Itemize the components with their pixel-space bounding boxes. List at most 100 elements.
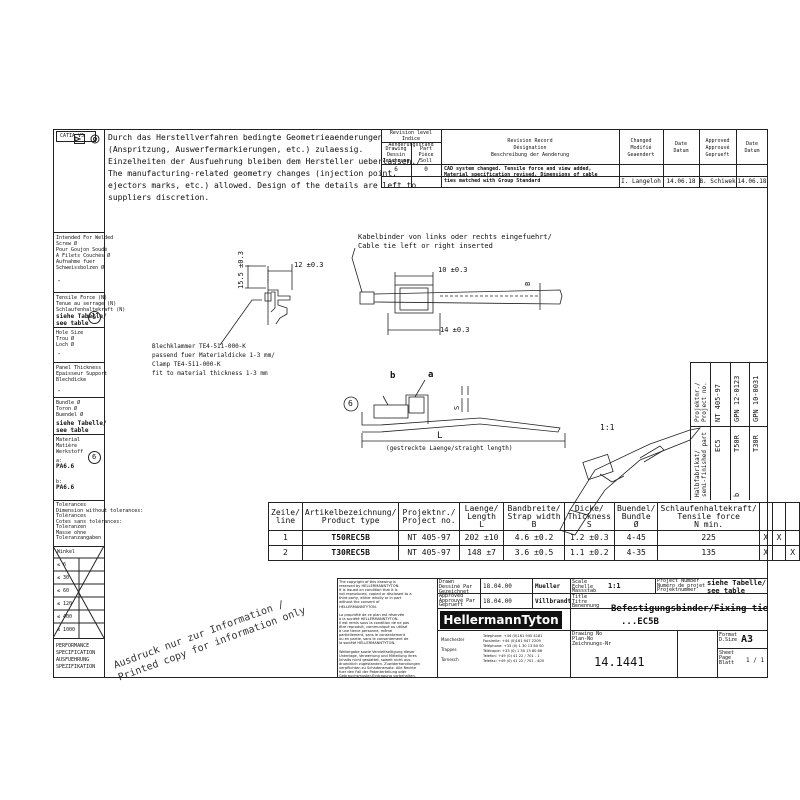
rev-part-value: 0 bbox=[424, 166, 428, 173]
rot-r1-gpn: GPN 12-0123 bbox=[733, 375, 741, 422]
rev-approved-value: B. Schiwek bbox=[699, 178, 736, 185]
note-de-3: Einzelheiten der Ausfuehrung bleiben dem… bbox=[108, 157, 422, 166]
dim-s: S bbox=[453, 405, 461, 410]
col-product-header: Artikelbezeichnung/Product type bbox=[301, 502, 400, 531]
stretched-length: (gestreckte Laenge/straight length) bbox=[386, 445, 513, 452]
weld-value: - bbox=[57, 277, 62, 285]
note-en-2: ejectors marks, etc.) allowed. Design of… bbox=[108, 181, 417, 190]
dim-10: 10 ±0.3 bbox=[438, 266, 468, 274]
tolerance-header: Winkel bbox=[57, 549, 76, 555]
rot-b: b bbox=[733, 492, 741, 497]
dim-12: 12 ±0.3 bbox=[294, 261, 324, 269]
semi-finished-table: Projektnr./Project no. NT 405-97 GPN 12-… bbox=[690, 362, 768, 500]
project-value: siehe Tabelle/see table bbox=[707, 579, 767, 595]
format-value: A3 bbox=[741, 634, 754, 645]
tol-row-2: ≤ 30 bbox=[57, 575, 70, 581]
company-logo: HellermannTyton bbox=[440, 611, 562, 629]
label-b: b bbox=[390, 371, 396, 381]
label-a: a bbox=[428, 370, 434, 380]
tensile-value: siehe Tabelle/see table bbox=[56, 313, 107, 327]
label-L: L bbox=[437, 431, 443, 441]
panel-value: - bbox=[57, 387, 62, 395]
drawn-date: 18.04.00 bbox=[483, 583, 512, 590]
rot-h1-v1: NT 405-97 bbox=[714, 384, 722, 422]
tolerance-table-crossed: Winkel ≤ 6 ≤ 30 ≤ 60 ≤ 120 ≤ 400 ≤ 1000 bbox=[53, 546, 104, 638]
rot-h1: Projektnr./Project no. bbox=[694, 382, 708, 422]
catia-label: CATIA V5 bbox=[60, 133, 85, 139]
tol-row-4: ≤ 120 bbox=[57, 601, 73, 607]
dim-15-5: 15.5 ±0.3 bbox=[237, 251, 245, 289]
detail-scale: 1:1 bbox=[600, 423, 615, 432]
approved-name: Villbrandt bbox=[535, 598, 572, 605]
rot-r2: T50R bbox=[733, 435, 741, 452]
rev-record-value: CAD system changed. Tensile force and vi… bbox=[444, 166, 598, 184]
rot-r1: EC5 bbox=[714, 439, 722, 452]
revision-mark-material: 6 bbox=[88, 451, 101, 464]
tol-row-6: ≤ 1000 bbox=[57, 627, 76, 633]
bundle-value: siehe Tabelle/see table bbox=[56, 420, 107, 434]
note-de-1: Durch das Herstellverfahren bedingte Geo… bbox=[108, 133, 383, 142]
drawing-subtitle: ...EC5B bbox=[621, 617, 659, 627]
rot-r2-gpn: GPN 10-0031 bbox=[752, 375, 760, 422]
drawing-number: 14.1441 bbox=[594, 655, 645, 669]
tol-row-5: ≤ 400 bbox=[57, 614, 73, 620]
catia-box: CATIA V5 bbox=[56, 131, 96, 142]
sheet-value: 1 / 1 bbox=[746, 657, 765, 664]
material-b-value: PA6.6 bbox=[56, 484, 75, 491]
product-table: Zeile/line Artikelbezeichnung/Product ty… bbox=[268, 502, 800, 561]
note-de-2: (Anspritzung, Auswerfermarkierungen, etc… bbox=[108, 145, 364, 154]
rev-date-value: 14.06.18 bbox=[666, 178, 696, 185]
drawn-name: Mueller bbox=[535, 583, 561, 590]
dim-b: B bbox=[524, 281, 532, 286]
revision-mark-tensile: 6 bbox=[88, 311, 101, 324]
rot-h2: Halbfabrikat/semi-finished part bbox=[694, 431, 708, 497]
rev-changed-value: I. Langeloh bbox=[621, 178, 661, 185]
approved-date: 18.04.00 bbox=[483, 598, 512, 605]
scale-value: 1:1 bbox=[608, 582, 621, 590]
material-a-label: a: bbox=[56, 458, 63, 464]
projection-symbol-icon bbox=[74, 131, 104, 150]
cable-tie-side-view bbox=[361, 379, 566, 448]
dim-14: 14 ±0.3 bbox=[440, 326, 470, 334]
hole-value: - bbox=[57, 350, 62, 358]
cable-insert-note: Kabelbinder von links oder rechts eingef… bbox=[358, 233, 552, 250]
rot-r3: T30R bbox=[752, 435, 760, 452]
